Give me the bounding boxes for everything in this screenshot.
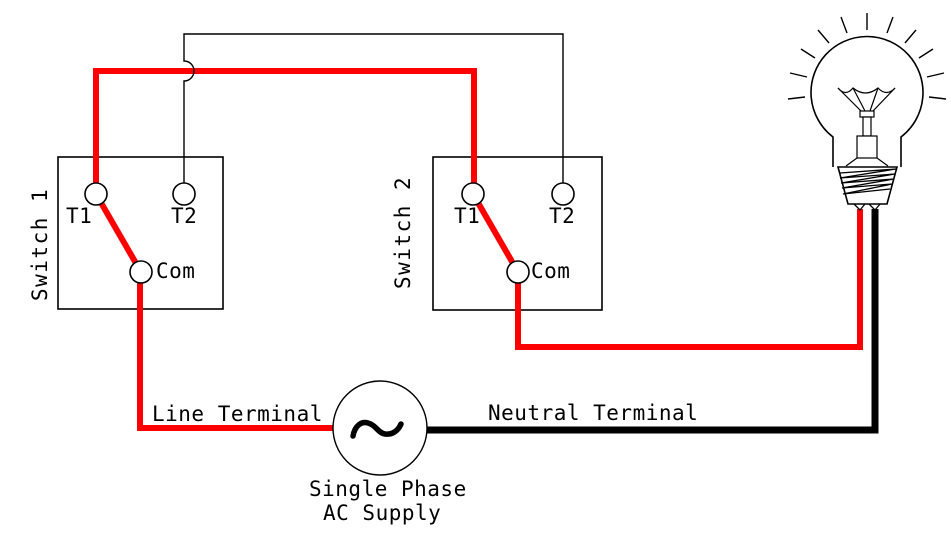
ac-sine-source-icon: [332, 380, 428, 476]
switch2-blade: [470, 192, 521, 274]
switch2-com-label: Com: [531, 259, 571, 283]
line-wires: [93, 68, 863, 431]
switch1-t2-terminal: [172, 182, 196, 206]
switch2-t1-terminal: [461, 182, 485, 206]
switch1-label: Switch 1: [28, 187, 52, 301]
sine-wave-symbol: [350, 419, 404, 439]
switch1-com-label: Com: [156, 259, 196, 283]
line-wire-supply-to-switch1-com: [137, 272, 336, 431]
line-wire-switch2-com-to-bulb: [515, 209, 863, 350]
switch1-com-terminal: [129, 260, 153, 284]
switch1-t1-label: T1: [66, 204, 93, 228]
switch1-t1-terminal: [84, 182, 108, 206]
switch2-t2-label: T2: [549, 204, 576, 228]
switch2-label: Switch 2: [391, 175, 415, 289]
bulb-stem-base: [856, 135, 878, 159]
neutral-terminal-label: Neutral Terminal: [488, 401, 699, 425]
bulb-lead-neutral-contact: [868, 203, 881, 211]
switch2-t1-label: T1: [454, 204, 481, 228]
switch1-t2-label: T2: [171, 204, 198, 228]
neutral-wire-bulb-to-supply: [424, 209, 879, 434]
switch-terminals: [84, 182, 575, 284]
switch2-com-terminal: [506, 260, 530, 284]
bulb-stem-collar: [859, 110, 875, 118]
ac-source-circle: [332, 380, 428, 476]
switch1-blade: [93, 192, 144, 274]
supply-name-line2: AC Supply: [323, 501, 442, 525]
traveler-wire-t2-to-t2: [183, 33, 564, 194]
line-terminal-label: Line Terminal: [152, 402, 323, 426]
bulb-lead-line-contact: [853, 203, 866, 211]
switch2-t2-terminal: [551, 182, 575, 206]
line-wire-switch1-t1-to-switch2-t1: [93, 68, 477, 194]
bulb-glass: [810, 35, 924, 167]
bulb-filament: [837, 87, 896, 112]
light-bulb-icon: [787, 13, 947, 211]
bulb-screw-threads: [839, 168, 897, 195]
supply-name-line1: Single Phase: [309, 477, 467, 501]
bulb-rays: [787, 13, 947, 100]
bulb-stem-tube: [862, 116, 872, 137]
